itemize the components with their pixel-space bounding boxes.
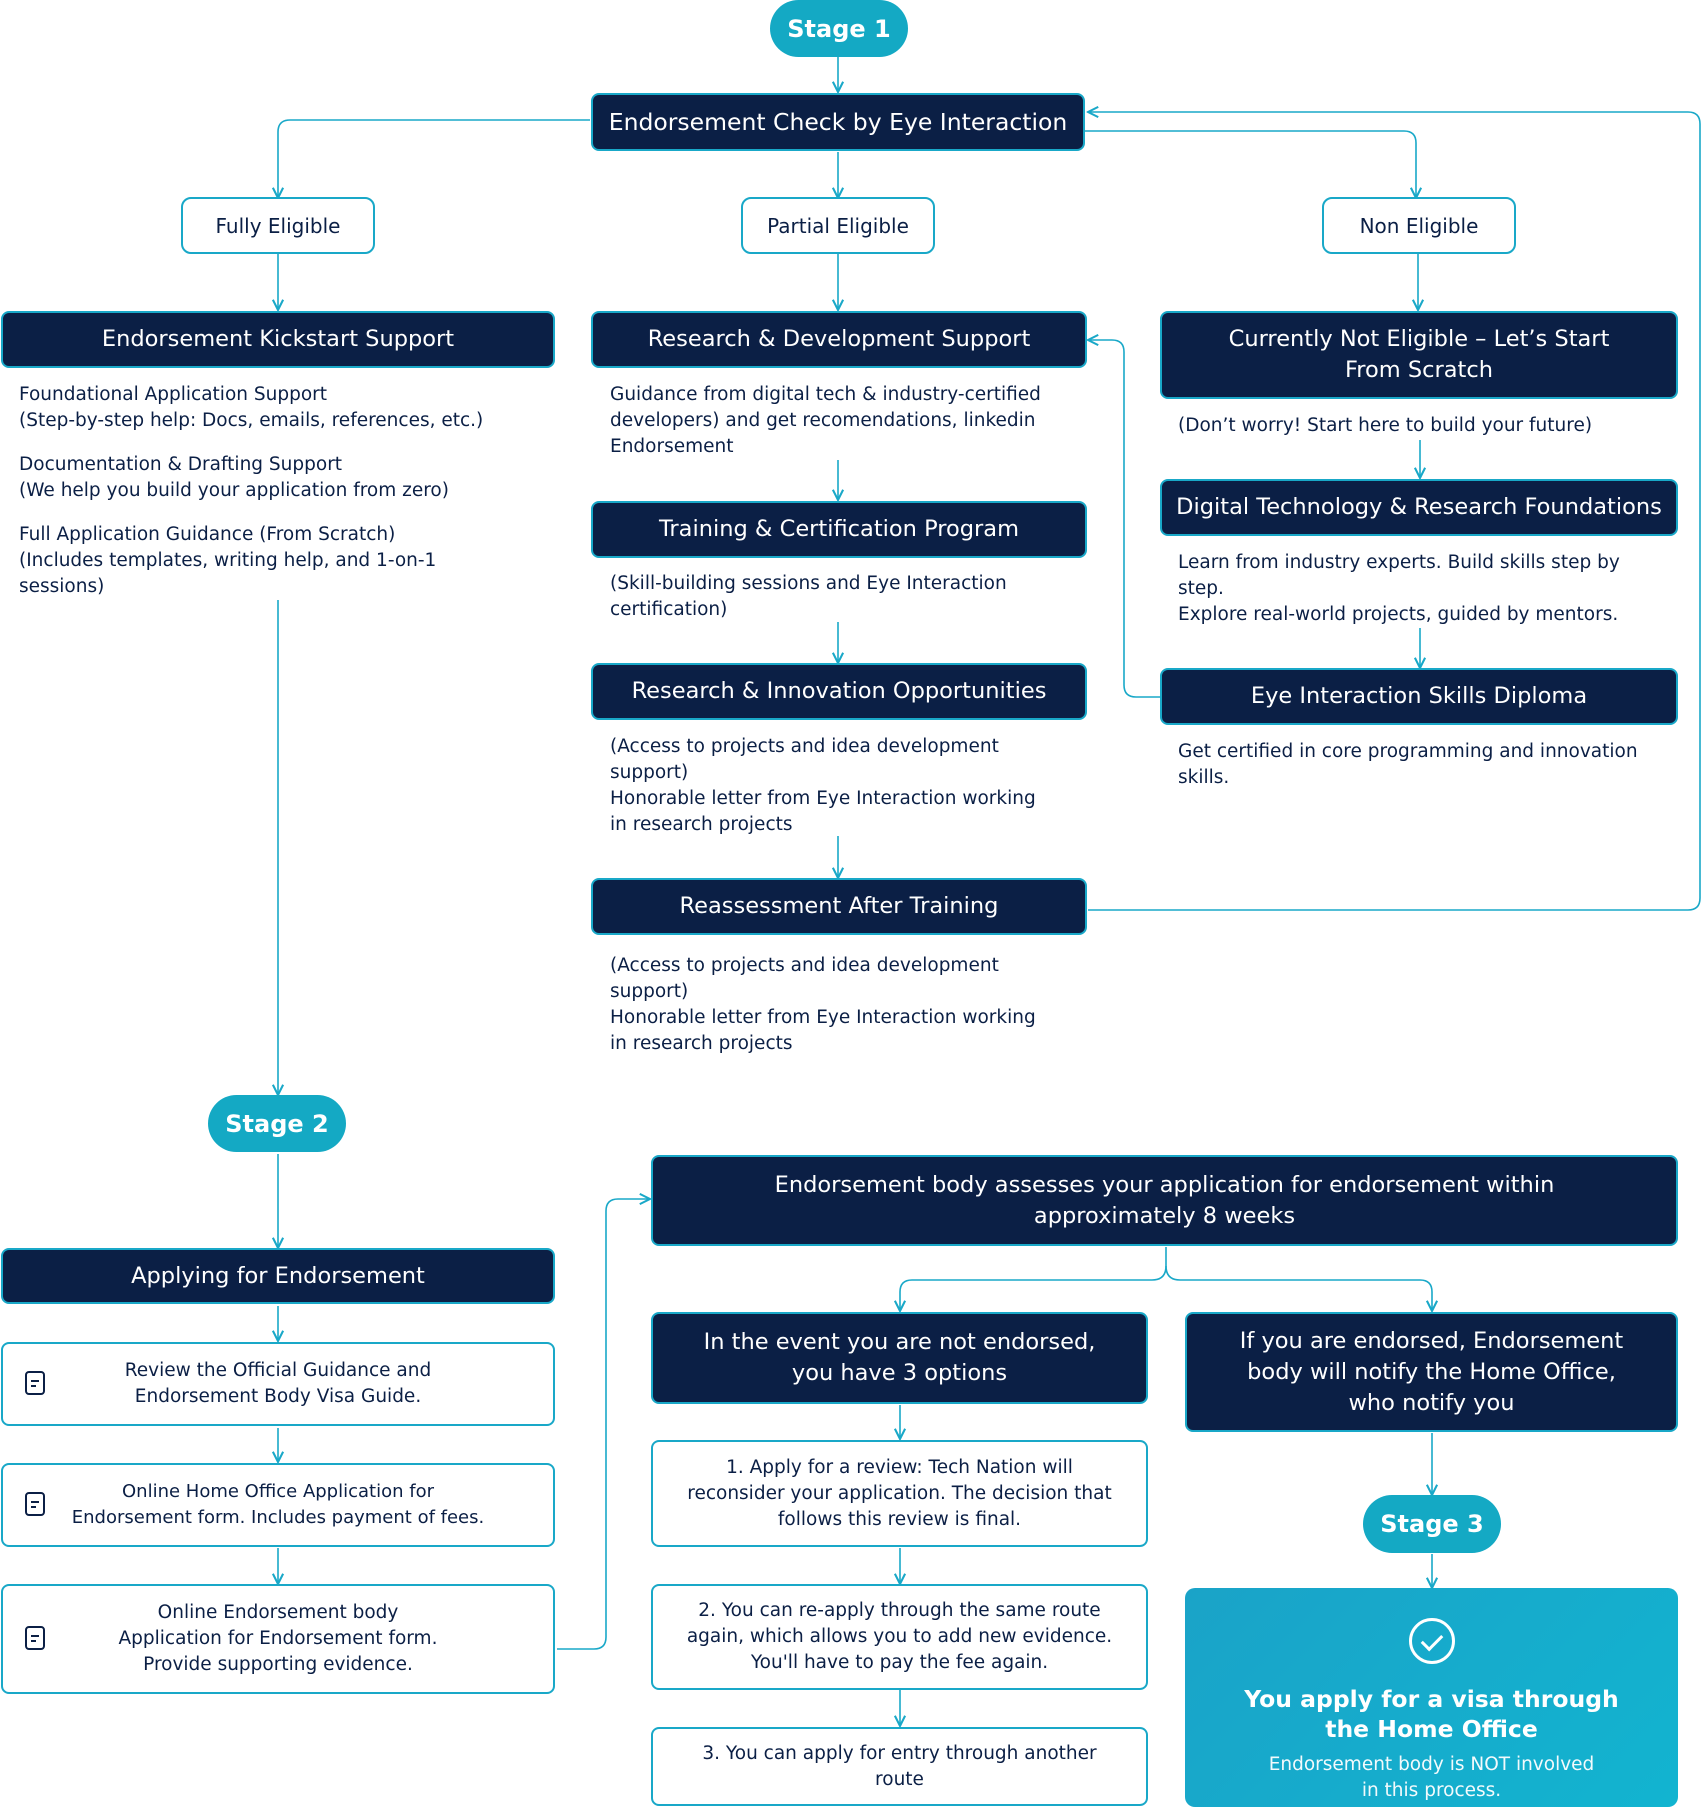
not-eligible-desc: (Don’t worry! Start here to build your f… bbox=[1178, 415, 1593, 436]
option-2-box: 2. You can re-apply through the same rou… bbox=[651, 1584, 1148, 1690]
final-visa-note: Endorsement body is NOT involved in this… bbox=[1268, 1754, 1595, 1801]
kickstart-item-3: Full Application Guidance (From Scratch)… bbox=[19, 524, 437, 597]
innovation-opportunities-desc: (Access to projects and idea development… bbox=[610, 736, 1036, 835]
apply-step-2-text: Online Home Office Application for Endor… bbox=[71, 1481, 485, 1528]
rd-support-title: Research & Development Support bbox=[591, 311, 1087, 368]
foundations-title: Digital Technology & Research Foundation… bbox=[1160, 479, 1678, 536]
skills-diploma-desc: Get certified in core programming and in… bbox=[1178, 741, 1638, 788]
kickstart-item-1: Foundational Application Support (Step-b… bbox=[19, 384, 484, 431]
rd-support-desc: Guidance from digital tech & industry-ce… bbox=[610, 384, 1041, 457]
final-visa-title: You apply for a visa through the Home Of… bbox=[1244, 1685, 1619, 1743]
endorsement-check-box: Endorsement Check by Eye Interaction bbox=[591, 93, 1085, 151]
endorsed-box: If you are endorsed, Endorsement body wi… bbox=[1185, 1312, 1678, 1432]
training-program-desc: (Skill-building sessions and Eye Interac… bbox=[610, 573, 1007, 620]
not-endorsed-box: In the event you are not endorsed, you h… bbox=[651, 1312, 1148, 1404]
document-icon bbox=[25, 1626, 45, 1650]
option-3-box: 3. You can apply for entry through anoth… bbox=[651, 1727, 1148, 1806]
option-1-box: 1. Apply for a review: Tech Nation will … bbox=[651, 1440, 1148, 1547]
kickstart-item-2: Documentation & Drafting Support (We hel… bbox=[19, 454, 449, 501]
apply-step-1: Review the Official Guidance and Endorse… bbox=[1, 1342, 555, 1426]
not-eligible-title: Currently Not Eligible – Let’s Start Fro… bbox=[1160, 311, 1678, 399]
innovation-opportunities-title: Research & Innovation Opportunities bbox=[591, 663, 1087, 720]
apply-step-3: Online Endorsement body Application for … bbox=[1, 1584, 555, 1694]
skills-diploma-title: Eye Interaction Skills Diploma bbox=[1160, 668, 1678, 725]
checkmark-circle-icon bbox=[1408, 1618, 1455, 1664]
reassessment-title: Reassessment After Training bbox=[591, 878, 1087, 935]
stage-1-badge: Stage 1 bbox=[770, 0, 908, 57]
applying-endorsement-title: Applying for Endorsement bbox=[1, 1248, 555, 1304]
document-icon bbox=[25, 1492, 45, 1516]
assessment-box: Endorsement body assesses your applicati… bbox=[651, 1155, 1678, 1246]
document-icon bbox=[25, 1371, 45, 1395]
partial-eligible-box: Partial Eligible bbox=[741, 197, 935, 254]
training-program-title: Training & Certification Program bbox=[591, 501, 1087, 558]
stage-3-badge: Stage 3 bbox=[1363, 1495, 1501, 1553]
non-eligible-box: Non Eligible bbox=[1322, 197, 1516, 254]
kickstart-support-title: Endorsement Kickstart Support bbox=[1, 311, 555, 368]
foundations-desc: Learn from industry experts. Build skill… bbox=[1178, 552, 1620, 625]
fully-eligible-box: Fully Eligible bbox=[181, 197, 375, 254]
apply-step-3-text: Online Endorsement body Application for … bbox=[118, 1602, 438, 1675]
stage-2-badge: Stage 2 bbox=[208, 1095, 346, 1152]
final-visa-box: You apply for a visa through the Home Of… bbox=[1185, 1588, 1678, 1807]
apply-step-1-text: Review the Official Guidance and Endorse… bbox=[124, 1360, 432, 1407]
apply-step-2: Online Home Office Application for Endor… bbox=[1, 1463, 555, 1547]
reassessment-desc: (Access to projects and idea development… bbox=[610, 955, 1036, 1054]
